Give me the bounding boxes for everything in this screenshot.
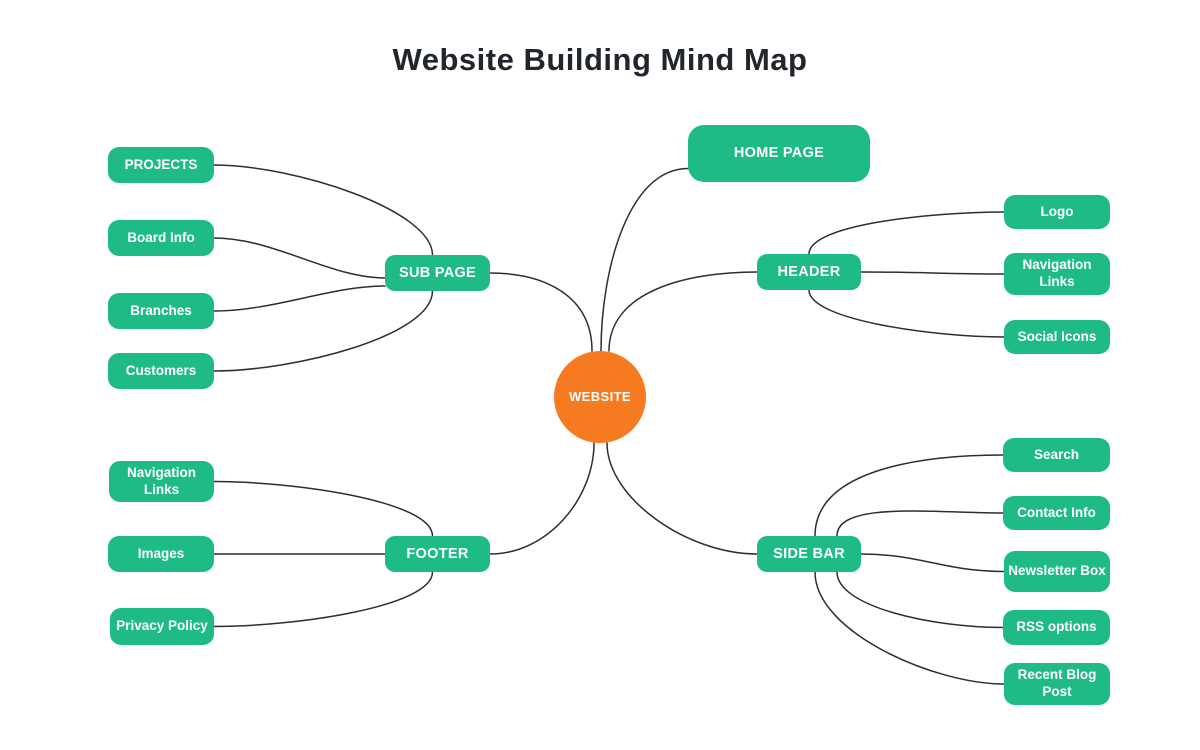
node-search[interactable]: Search [1003, 438, 1110, 472]
node-sub-page[interactable]: SUB PAGE [385, 255, 490, 291]
node-nav-links-footer[interactable]: Navigation Links [109, 461, 214, 502]
edge-website-footer [489, 442, 595, 555]
node-label: Board Info [127, 229, 195, 245]
node-label: Contact Info [1017, 504, 1096, 520]
node-label: RSS options [1016, 619, 1097, 635]
node-label: Recent Blog Post [1017, 667, 1097, 699]
node-label: Privacy Policy [116, 618, 208, 634]
node-footer[interactable]: FOOTER [385, 536, 490, 572]
edge-header-nav-links-header [860, 271, 1005, 275]
edge-side-bar-recent-blog-post [814, 571, 1005, 685]
node-label: Social Icons [1017, 328, 1097, 344]
node-label: Branches [130, 302, 192, 318]
node-rss-options[interactable]: RSS options [1003, 610, 1110, 645]
edge-header-logo [808, 211, 1005, 255]
node-label: HOME PAGE [733, 145, 825, 162]
node-nav-links-header[interactable]: Navigation Links [1004, 253, 1110, 295]
edge-side-bar-newsletter-box [860, 553, 1005, 573]
edge-privacy-policy-footer [213, 571, 434, 628]
node-label: Navigation Links [126, 464, 196, 497]
node-label: Customers [125, 362, 197, 378]
node-label: SUB PAGE [398, 264, 477, 281]
node-label: Navigation Links [1022, 257, 1092, 289]
node-label: SIDE BAR [773, 545, 845, 562]
edge-board-info-sub-page [213, 237, 386, 279]
node-header[interactable]: HEADER [757, 254, 861, 290]
node-privacy-policy[interactable]: Privacy Policy [110, 608, 214, 645]
edge-nav-links-footer-footer [213, 480, 434, 537]
edge-website-side-bar [606, 442, 758, 555]
node-label: HEADER [777, 263, 841, 280]
node-logo[interactable]: Logo [1004, 195, 1110, 229]
node-home-page[interactable]: HOME PAGE [688, 125, 870, 182]
node-label: FOOTER [406, 545, 469, 562]
node-label: Logo [1040, 203, 1074, 219]
node-label: Newsletter Box [1008, 563, 1106, 579]
node-newsletter-box[interactable]: Newsletter Box [1004, 551, 1110, 592]
node-branches[interactable]: Branches [108, 293, 214, 329]
edge-side-bar-search [814, 454, 1004, 537]
node-label: Images [137, 545, 185, 561]
edge-side-bar-rss-options [836, 571, 1004, 629]
edge-side-bar-contact-info [836, 510, 1004, 537]
node-label: Search [1033, 446, 1080, 462]
edge-customers-sub-page [213, 290, 434, 372]
node-side-bar[interactable]: SIDE BAR [757, 536, 861, 572]
node-social-icons[interactable]: Social Icons [1004, 320, 1110, 354]
node-recent-blog-post[interactable]: Recent Blog Post [1004, 663, 1110, 705]
edge-website-header [608, 271, 758, 352]
edge-branches-sub-page [213, 285, 386, 312]
node-website[interactable]: WEBSITE [554, 351, 646, 443]
node-board-info[interactable]: Board Info [108, 220, 214, 256]
node-label: WEBSITE [568, 388, 632, 404]
edge-website-sub-page [489, 272, 593, 352]
edge-projects-sub-page [213, 164, 434, 256]
edge-website-home-page [600, 167, 689, 352]
node-projects[interactable]: PROJECTS [108, 147, 214, 183]
node-images[interactable]: Images [108, 536, 214, 572]
edge-header-social-icons [808, 289, 1005, 338]
node-customers[interactable]: Customers [108, 353, 214, 389]
node-contact-info[interactable]: Contact Info [1003, 496, 1110, 530]
page-title: Website Building Mind Map [392, 42, 808, 77]
node-label: PROJECTS [124, 156, 198, 172]
